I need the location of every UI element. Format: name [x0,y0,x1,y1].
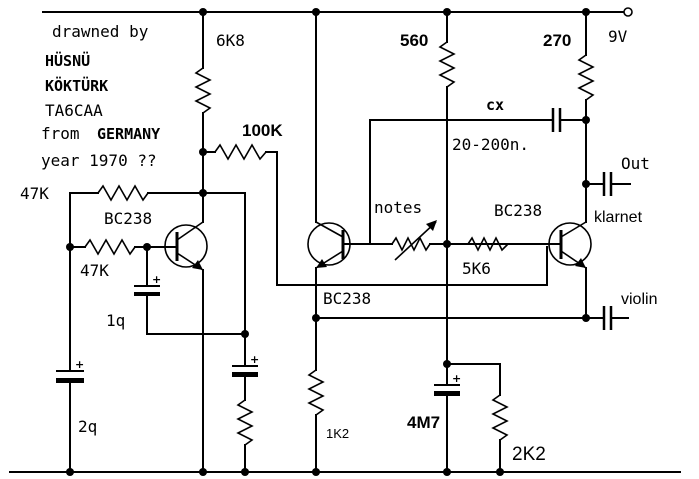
label-100k: 100K [242,121,283,140]
label-5k6: 5K6 [462,259,491,278]
label-560: 560 [400,31,428,50]
svg-text:+: + [452,372,461,385]
resistor-560 [438,11,456,245]
credit-line-6: year 1970 ?? [41,151,157,170]
label-6k8: 6K8 [216,31,245,50]
credit-line-4: TA6CAA [45,101,103,120]
transistor-q2 [307,221,371,269]
credit-line-3: KÖKTÜRK [45,76,108,95]
label-q3-bc238: BC238 [494,201,542,220]
capacitor-out [585,172,631,196]
label-cx: cx [486,96,504,114]
transistor-q1 [164,221,208,271]
credit-line-5-country: GERMANY [97,125,160,143]
junction-dots [66,8,590,476]
credit-line-2: HÜSNÜ [45,51,90,70]
capacitor-cx [369,108,587,245]
supply-rail [42,7,633,17]
resistor-2k2 [446,363,509,473]
credit-line-1: drawned by [52,22,149,41]
label-47k-top: 47K [20,184,49,203]
capacitor-1q: + [134,246,246,335]
credit-line-5-from: from [41,124,80,143]
label-out: Out [621,154,650,173]
label-47k-base: 47K [80,261,109,280]
label-violin: violin [621,291,657,308]
label-2q: 2q [78,417,97,436]
transistor-q3 [545,221,592,269]
resistor-notes-variable [369,220,547,261]
capacitor-c-stack: + [232,335,259,401]
label-1k2: 1K2 [326,426,349,441]
svg-text:+: + [75,358,84,371]
capacitor-4m7: + [434,243,461,473]
label-270: 270 [543,31,571,50]
label-1q: 1q [106,311,125,330]
label-q1-bc238: BC238 [104,209,152,228]
capacitor-2q: + [56,246,84,473]
label-q2-bc238: BC238 [323,289,371,308]
label-notes: notes [374,198,422,217]
label-2k2: 2K2 [512,444,546,465]
svg-text:+: + [250,353,259,366]
resistor-100k [214,143,548,286]
label-cx-range: 20-200n. [452,135,529,154]
label-klarnet: klarnet [594,209,643,226]
resistor-47k-top [69,184,204,248]
resistor-1k2 [307,369,325,473]
label-4m7: 4M7 [407,413,440,432]
capacitor-violin [589,306,629,330]
resistor-stack [236,399,254,473]
resistor-6k8 [194,11,212,153]
label-supply-9v: 9V [608,27,628,46]
svg-text:+: + [152,273,161,286]
